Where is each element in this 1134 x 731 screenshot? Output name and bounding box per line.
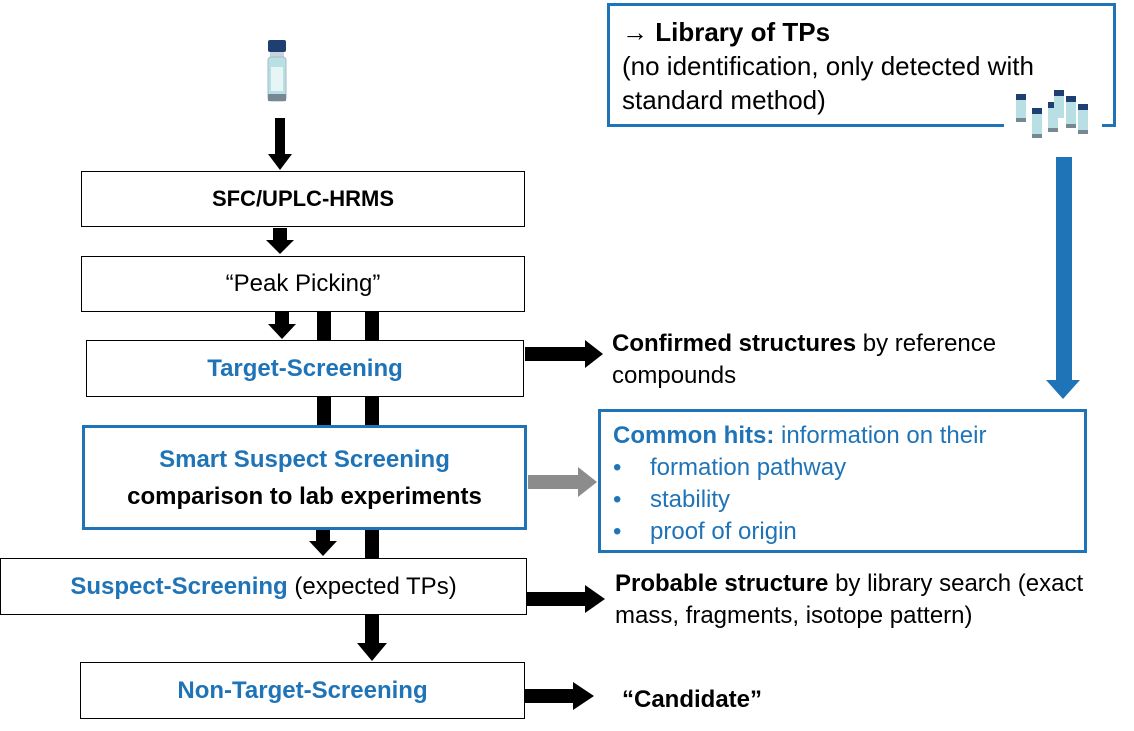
non-target-screening-box: Non-Target-Screening	[80, 662, 525, 719]
non-target-screening-label: Non-Target-Screening	[177, 676, 428, 704]
suspect-screening-box: Suspect-Screening (expected TPs)	[0, 558, 527, 615]
sfc-uplc-hrms-label: SFC/UPLC-HRMS	[211, 186, 395, 211]
arrow-suspect-to-probable	[527, 585, 605, 613]
arrow-smart-to-suspect	[309, 530, 337, 556]
suspect-screening-note: (expected TPs)	[294, 572, 457, 600]
common-hits-desc: information on their	[781, 422, 987, 449]
library-title: Library of TPs	[655, 17, 831, 47]
arrow-suspect-to-nontarget	[357, 615, 387, 661]
smart-suspect-screening-subtitle: comparison to lab experiments	[127, 482, 482, 510]
list-item: • formation pathway	[613, 452, 1072, 484]
library-note: (no identification, only detected with s…	[622, 51, 1034, 115]
probable-structure-text: Probable structure by library search (ex…	[615, 568, 1085, 632]
common-hits-label: Common hits:	[613, 422, 775, 449]
bullet-icon: •	[613, 486, 622, 513]
common-hits-box: Common hits: information on their • forma…	[598, 409, 1087, 553]
arrow-sfc-to-peak	[266, 228, 294, 254]
common-hits-item-origin: proof of origin	[650, 518, 797, 545]
arrow-target-to-confirmed	[525, 340, 603, 368]
smart-suspect-screening-box: Smart Suspect Screening comparison to la…	[82, 425, 527, 530]
confirmed-structures-text: Confirmed structures by reference compou…	[612, 328, 1052, 392]
peak-picking-box: “Peak Picking”	[81, 256, 525, 312]
common-hits-item-stability: stability	[650, 486, 731, 513]
target-screening-box: Target-Screening	[86, 340, 524, 397]
bypass-bar-left-2	[317, 397, 331, 425]
candidate-text: “Candidate”	[622, 686, 763, 713]
confirmed-structures-desc: by reference compounds	[612, 330, 997, 389]
bypass-bar-left	[317, 312, 331, 340]
bullet-icon: •	[613, 518, 622, 545]
target-screening-label: Target-Screening	[207, 354, 403, 382]
vial-icon	[267, 40, 287, 102]
suspect-screening-label: Suspect-Screening	[70, 572, 288, 600]
bypass-bar-right	[365, 312, 379, 340]
bypass-bar-right-3	[365, 530, 379, 558]
arrow-peak-to-target	[268, 312, 296, 339]
peak-picking-label: “Peak Picking”	[225, 270, 381, 297]
confirmed-structures-label: Confirmed structures	[612, 330, 857, 357]
bypass-bar-right-2	[365, 397, 379, 425]
vials-cluster-icon	[1004, 86, 1102, 154]
arrow-nontarget-to-candidate	[525, 682, 594, 710]
probable-structure-desc: by library search (exact mass, fragments…	[615, 570, 1084, 629]
smart-suspect-screening-title: Smart Suspect Screening	[159, 445, 450, 473]
common-hits-item-formation: formation pathway	[650, 454, 847, 481]
list-item: • stability	[613, 484, 1072, 516]
arrow-smart-to-commonhits	[528, 467, 597, 497]
list-item: • proof of origin	[613, 516, 1072, 548]
arrow-vial-to-sfc	[268, 118, 292, 170]
arrow-library-to-commonhits	[1046, 157, 1080, 399]
bullet-icon: •	[613, 454, 622, 481]
probable-structure-label: Probable structure	[615, 570, 829, 597]
right-arrow-icon: →	[622, 17, 648, 47]
sfc-uplc-hrms-box: SFC/UPLC-HRMS	[81, 171, 525, 227]
